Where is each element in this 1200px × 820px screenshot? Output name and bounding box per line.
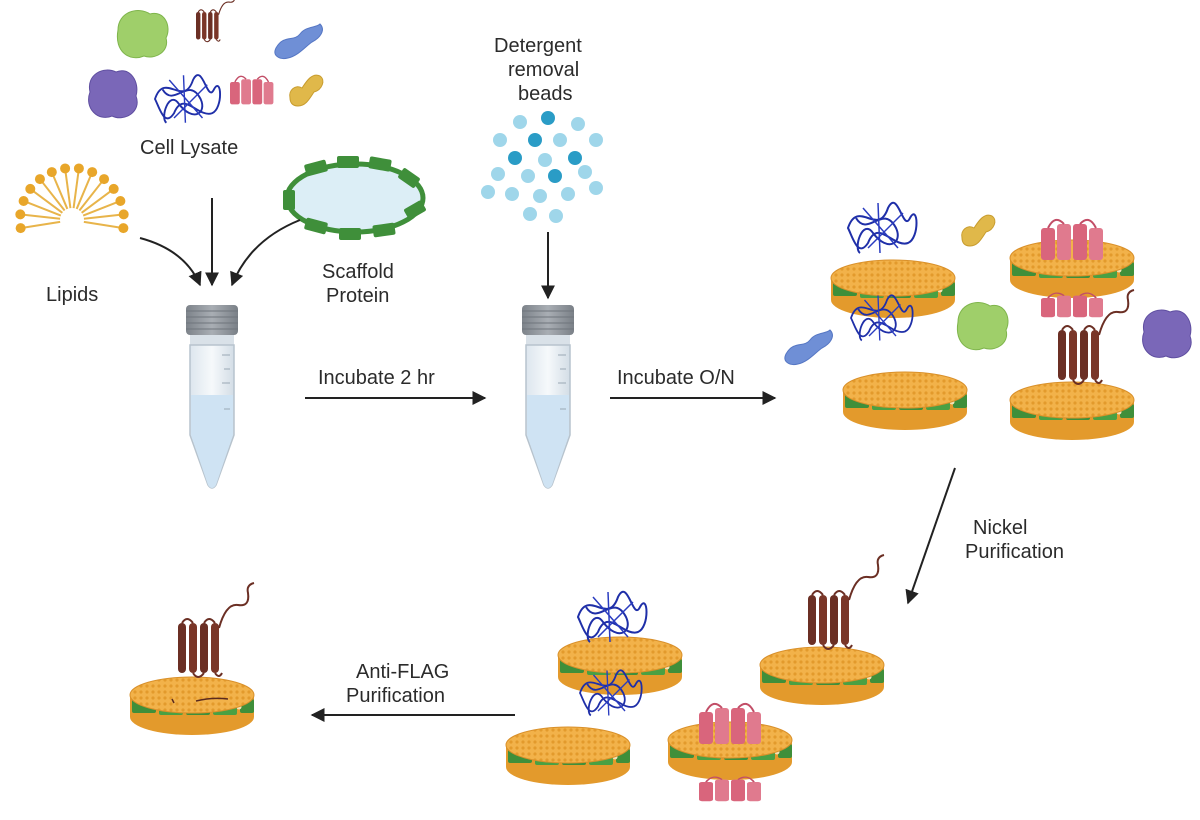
detergent-removal-beads xyxy=(481,111,603,223)
lipid-tail xyxy=(78,178,105,212)
lipid-head xyxy=(15,223,26,234)
bead xyxy=(481,185,495,199)
lipid-tail xyxy=(83,220,124,230)
lipid-tail xyxy=(83,213,124,220)
lipid-tail xyxy=(20,213,61,220)
bead xyxy=(553,133,567,147)
label-scaffold-line1: Scaffold xyxy=(322,261,394,283)
lipid-tail xyxy=(64,168,72,209)
bead xyxy=(589,133,603,147)
lipid-head xyxy=(108,183,119,194)
label-flag-line2: Purification xyxy=(346,685,445,707)
label-flag-line1: Anti-FLAG xyxy=(356,661,450,683)
bead xyxy=(561,187,575,201)
bead xyxy=(571,117,585,131)
lipid-tail xyxy=(20,220,61,230)
lipid-micelle xyxy=(15,163,129,234)
label-nickel-line2: Purification xyxy=(965,541,1064,563)
label-nickel-line1: Nickel xyxy=(973,517,1028,539)
bead xyxy=(541,111,555,125)
lipid-tail xyxy=(82,200,121,217)
bead xyxy=(513,115,527,129)
bead xyxy=(549,209,563,223)
bead xyxy=(491,167,505,181)
cell-lysate-proteins xyxy=(88,0,324,124)
nickel-purified-nanodiscs xyxy=(505,554,885,803)
label-scaffold-line2: Protein xyxy=(326,285,390,307)
bead xyxy=(548,169,562,183)
arrow-scaffold-to-tube xyxy=(230,219,301,287)
lipid-head xyxy=(25,183,36,194)
bead xyxy=(568,151,582,165)
lipid-head xyxy=(118,223,129,234)
bead xyxy=(589,181,603,195)
label-beads-line2: removal xyxy=(508,59,580,81)
lipid-tail xyxy=(81,188,115,214)
bead xyxy=(533,189,547,203)
arrow-nickel-purification xyxy=(905,467,956,605)
bead xyxy=(578,165,592,179)
label-incubate-2hr: Incubate 2 hr xyxy=(318,367,435,389)
label-beads-line3: beads xyxy=(518,83,573,105)
lipid-tail xyxy=(72,168,80,209)
label-incubate-on: Incubate O/N xyxy=(617,367,735,389)
lipid-head xyxy=(87,167,98,178)
arrow-lipids-to-tube xyxy=(139,237,202,287)
mixture-nanodiscs xyxy=(784,201,1192,441)
bead xyxy=(528,133,542,147)
tube-1 xyxy=(185,304,239,489)
bead xyxy=(538,153,552,167)
label-beads-line1: Detergent xyxy=(494,35,582,57)
lipid-tail xyxy=(23,200,62,217)
lipid-tail xyxy=(29,188,63,214)
lipid-head xyxy=(15,209,26,220)
lipid-head xyxy=(115,195,126,206)
lipid-head xyxy=(34,174,45,185)
label-lipids: Lipids xyxy=(46,284,99,306)
bead xyxy=(493,133,507,147)
bead xyxy=(505,187,519,201)
lipid-head xyxy=(118,209,129,220)
final-gpcr-nanodisc xyxy=(129,582,255,736)
lipid-head xyxy=(46,167,57,178)
lipid-head xyxy=(99,174,110,185)
scaffold-protein-ring xyxy=(283,156,426,240)
lipid-head xyxy=(60,163,71,174)
lipid-head xyxy=(73,163,84,174)
label-cell-lysate: Cell Lysate xyxy=(140,137,239,159)
bead xyxy=(521,169,535,183)
lipid-head xyxy=(18,195,29,206)
tube-2 xyxy=(521,304,575,489)
bead xyxy=(508,151,522,165)
lipid-tail xyxy=(75,171,94,210)
lipid-tail xyxy=(50,171,69,210)
lipid-tail xyxy=(39,178,66,212)
bead xyxy=(523,207,537,221)
